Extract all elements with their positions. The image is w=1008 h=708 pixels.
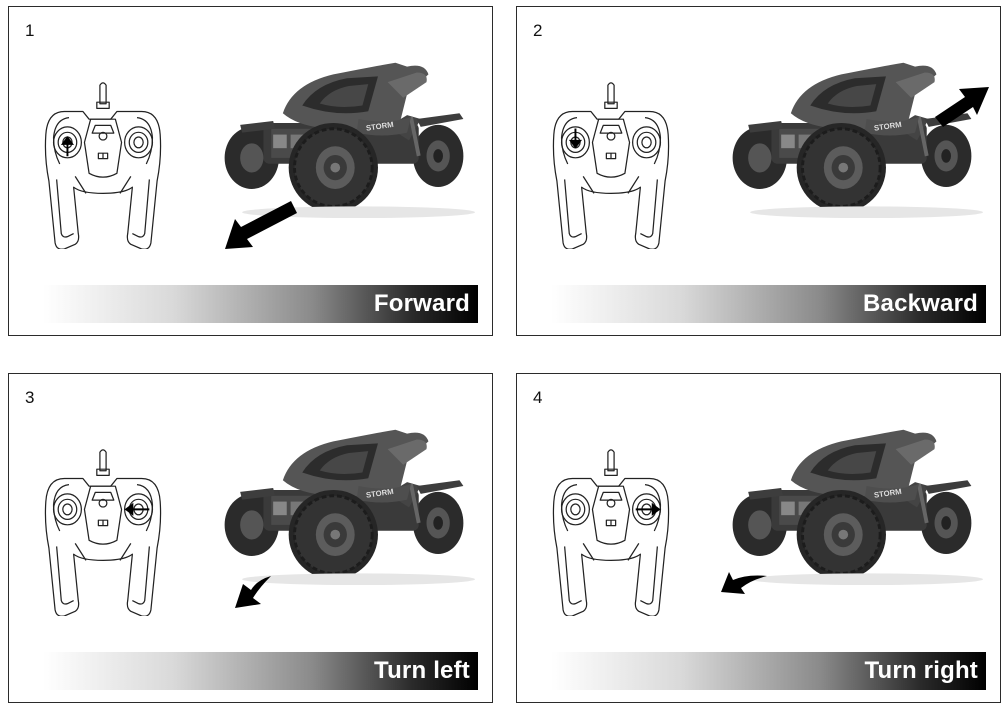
rc-crawler-car-icon — [730, 60, 985, 220]
direction-banner: Forward — [43, 285, 478, 323]
step-number: 2 — [533, 21, 543, 40]
step-number: 4 — [533, 388, 543, 407]
rc-transmitter-icon — [552, 449, 670, 616]
panel-turn-left: 3 Turn left — [8, 373, 493, 703]
step-number: 3 — [25, 388, 35, 407]
joystick-arrow-icon — [124, 502, 150, 516]
panel-backward: 2 Backward — [516, 6, 1001, 336]
direction-banner: Turn left — [43, 652, 478, 690]
joystick-arrow-icon — [60, 136, 75, 157]
rc-crawler-car-icon — [222, 427, 477, 587]
rc-transmitter-icon — [44, 82, 162, 249]
joystick-arrow-icon — [568, 128, 583, 149]
direction-banner: Turn right — [551, 652, 986, 690]
rc-transmitter-icon — [552, 82, 670, 249]
direction-label: Turn left — [373, 657, 470, 684]
panel-turn-right: 4 Turn right — [516, 373, 1001, 703]
joystick-arrow-icon — [635, 502, 661, 516]
direction-banner: Backward — [551, 285, 986, 323]
rc-transmitter-icon — [44, 449, 162, 616]
direction-arrow-icon — [721, 572, 767, 594]
direction-arrow-icon — [225, 201, 297, 249]
direction-label: Backward — [863, 290, 978, 317]
direction-arrow-icon — [935, 87, 989, 127]
direction-arrow-icon — [235, 576, 271, 608]
rc-crawler-car-icon — [730, 427, 985, 587]
direction-label: Forward — [373, 290, 470, 317]
direction-label: Turn right — [864, 657, 978, 684]
rc-crawler-car-icon — [222, 60, 477, 220]
panel-forward: 1 Forward — [8, 6, 493, 336]
step-number: 1 — [25, 21, 35, 40]
